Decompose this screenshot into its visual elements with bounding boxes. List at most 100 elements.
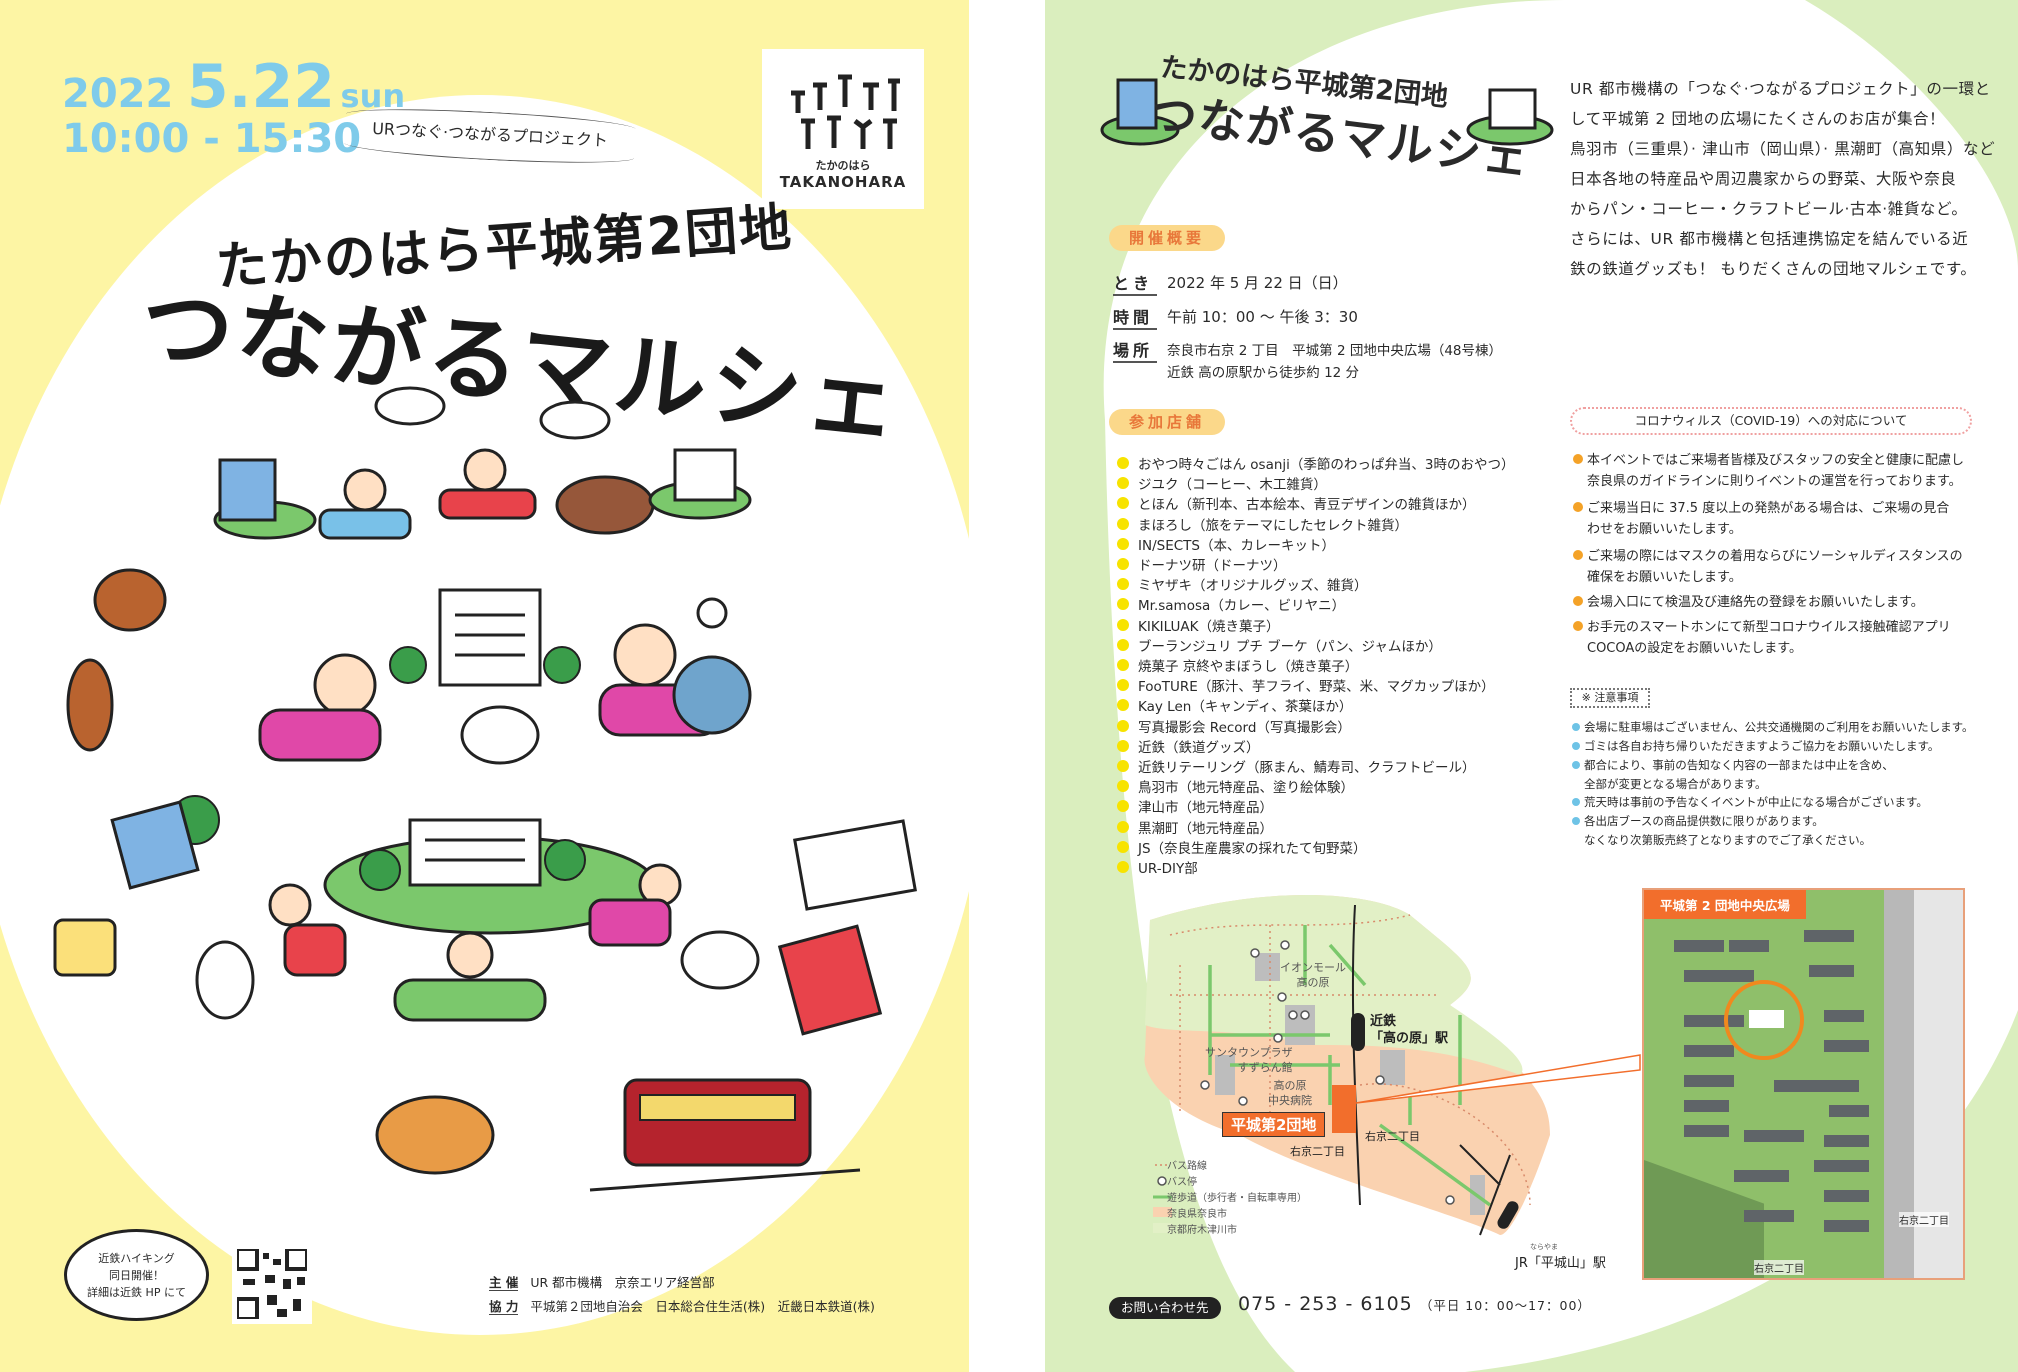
event-time: 10:00 - 15:30 — [62, 116, 362, 162]
shop-item: 写真撮影会 Record（写真撮影会） — [1117, 717, 1351, 736]
building-icon — [408, 818, 542, 887]
plate-icon — [672, 655, 752, 735]
label: サンタウンプラザ — [1205, 1046, 1293, 1059]
covid-text: 会場入口にて検温及び連絡先の登録をお願いいたします。 — [1587, 595, 1924, 610]
front-poster: 2022 5.22 sun 10:00 - 15:30 URつなぐ·つながるプロ… — [0, 0, 969, 1372]
bullet-icon — [1117, 638, 1129, 651]
building-illustration-icon — [1466, 88, 1554, 146]
kizugawa-area — [1145, 895, 1523, 1075]
bullet-icon — [1117, 800, 1129, 813]
covid-text: ご来場の際にはマスクの着用ならびにソーシャルディスタンスの — [1587, 549, 1963, 564]
bullet-icon — [1117, 760, 1129, 772]
bullet-icon — [1117, 840, 1129, 853]
label: 近鉄 — [1370, 1014, 1397, 1029]
coffee-cup-icon — [53, 918, 117, 977]
shop-item: ブーランジュリ プチ ブーケ（パン、ジャムほか） — [1117, 636, 1442, 655]
book-icon — [793, 819, 917, 911]
shop-name: 近鉄リテーリング（豚まん、鯖寿司、クラフトビール） — [1138, 760, 1476, 776]
shop-item: 近鉄（鉄道グッズ） — [1117, 737, 1260, 756]
organizer-label: 主 催 — [489, 1275, 519, 1291]
map-label-site: 平城第2団地 — [1222, 1112, 1326, 1137]
dog-icon — [555, 475, 655, 535]
jr-station-icon — [1497, 1201, 1519, 1229]
date-month-day: 5.22 — [186, 52, 335, 122]
bullet-icon — [1117, 558, 1129, 570]
cooperation-value: 平城第２団地自治会 日本総合住生活(株) 近畿日本鉄道(株) — [530, 1299, 875, 1314]
shop-name: JS（奈良生産農家の採れたて旬野菜） — [1138, 840, 1367, 857]
map-label-jr-station: JR「平城山」駅 — [1515, 1256, 1606, 1271]
shop-name: KIKILUAK（焼き菓子） — [1138, 618, 1280, 635]
contact-phone[interactable]: 075 - 253 - 6105 — [1238, 1293, 1413, 1315]
note-text: ゴミは各自お持ち帰りいただきますようご協力をお願いいたします。 — [1584, 739, 1940, 753]
bullet-icon — [1117, 719, 1129, 732]
note-line: 都合により、事前の告知なく内容の一部または中止を含め、 — [1572, 756, 1992, 775]
covid-text: お手元のスマートホンにて新型コロナウイルス接触確認アプリ — [1587, 620, 1951, 635]
callout-pointer — [1355, 1054, 1641, 1104]
bubble-line: 同日開催！ — [109, 1269, 164, 1282]
label: 「高の原」駅 — [1370, 1031, 1449, 1046]
organizer-line: 主 催 UR 都市機構 京奈エリア経営部 — [489, 1272, 715, 1291]
bullet-icon — [1117, 517, 1129, 530]
map-label-bus-stop: 右京二丁目 — [1290, 1145, 1345, 1158]
bus-stop-icon — [1200, 940, 1455, 1205]
contact-hours: （平日 10：00〜17：00） — [1419, 1298, 1591, 1313]
shop-item: 津山市（地元特産品） — [1117, 797, 1273, 817]
legend-bus-stop: バス停 — [1167, 1177, 1197, 1188]
bullet-icon — [1117, 497, 1129, 510]
intro-line: 日本各地の特産品や周辺農家からの野菜、大阪や奈良 — [1570, 170, 1957, 188]
time-label: 時間 — [1113, 304, 1157, 330]
bullet-icon — [1573, 550, 1583, 560]
bullet-icon — [1117, 598, 1129, 611]
aerial-plaza-label: 平城第 2 団地中央広場 — [1644, 890, 1806, 919]
plaza-highlight-circle — [1724, 980, 1804, 1060]
contact-line: 075 - 253 - 6105 （平日 10：00〜17：00） — [1238, 1293, 1591, 1315]
label: 高の原 — [1296, 976, 1330, 989]
baguette-icon — [66, 658, 114, 752]
bread-icon — [93, 568, 167, 632]
bullet-icon — [1117, 537, 1129, 550]
shop-item: 黒潮町（地元特産品） — [1117, 818, 1273, 837]
logo-text: TAKANOHARA — [779, 173, 907, 191]
label: すずらん館 — [1237, 1061, 1293, 1074]
shop-name: 黒潮町（地元特産品） — [1138, 820, 1273, 837]
bullet-icon — [1117, 618, 1129, 631]
shop-item: ジユク（コーヒー、木工雑貨） — [1117, 474, 1327, 493]
organizer-value: UR 都市機構 京奈エリア経営部 — [530, 1275, 715, 1290]
covid-line: 会場入口にて検温及び連絡先の登録をお願いいたします。 — [1573, 592, 1978, 613]
place-access: 近鉄 高の原駅から徒歩約 12 分 — [1167, 365, 1360, 381]
bullet-icon — [1572, 817, 1580, 825]
date-value: 2022 年 5 月 22 日（日） — [1167, 274, 1348, 292]
covid-line: お手元のスマートホンにて新型コロナウイルス接触確認アプリ — [1573, 617, 1978, 638]
shop-item: Mr.samosa（カレー、ビリヤニ） — [1117, 595, 1346, 615]
covid-item: お手元のスマートホンにて新型コロナウイルス接触確認アプリ COCOAの設定をお願い… — [1573, 617, 1978, 659]
bullet-icon — [1573, 596, 1583, 606]
shop-item: 鳥羽市（地元特産品、塗り絵体験） — [1117, 777, 1354, 796]
shop-name: 津山市（地元特産品） — [1138, 800, 1273, 817]
note-line: 各出店ブースの商品提供数に限りがあります。 — [1572, 812, 1992, 831]
shop-item: ミヤザキ（オリジナルグッズ、雑貨） — [1117, 575, 1368, 594]
covid-item: 会場入口にて検温及び連絡先の登録をお願いいたします。 — [1573, 592, 1978, 613]
covid-line: ご来場当日に 37.5 度以上の発熱がある場合は、ご来場の見合 — [1573, 498, 1978, 519]
note-item: 荒天時は事前の予告なくイベントが中止になる場合がございます。 — [1572, 793, 1992, 812]
shop-item: Kay Len（キャンディ、茶葉ほか） — [1117, 696, 1353, 716]
shop-name: Kay Len（キャンディ、茶葉ほか） — [1138, 699, 1353, 716]
shop-name: Mr.samosa（カレー、ビリヤニ） — [1138, 598, 1346, 615]
cloud-icon — [680, 930, 760, 990]
qr-code[interactable] — [232, 1244, 312, 1324]
note-text: 都合により、事前の告知なく内容の一部または中止を含め、 — [1584, 758, 1894, 772]
qr-code-icon — [235, 1247, 309, 1321]
intro-text: UR 都市機構の「つなぐ·つながるプロジェクト」の一環として平城第 2 団地の広… — [1570, 74, 1995, 284]
cooperation-line: 協 力平城第２団地自治会 日本総合住生活(株) 近畿日本鉄道(株) — [489, 1296, 875, 1315]
label: 高の原 — [1273, 1079, 1307, 1092]
covid-line: 確保をお願いいたします。 — [1587, 570, 1742, 585]
place-label: 場所 — [1113, 337, 1157, 363]
shop-name: 焼菓子 京終やまぼうし（焼き菓子） — [1138, 659, 1359, 675]
covid-line: COCOAの設定をお願いいたします。 — [1587, 641, 1802, 656]
shop-name: 近鉄（鉄道グッズ） — [1138, 739, 1260, 756]
covid-line: 本イベントではご来場者皆様及びスタッフの安全と健康に配慮し — [1573, 450, 1978, 471]
bullet-icon — [1117, 699, 1129, 712]
shops-heading: 参加店舗 — [1109, 409, 1225, 435]
shop-item: KIKILUAK（焼き菓子） — [1117, 616, 1280, 635]
shop-item: UR-DIY部 — [1117, 858, 1198, 877]
cat-icon — [460, 705, 540, 765]
